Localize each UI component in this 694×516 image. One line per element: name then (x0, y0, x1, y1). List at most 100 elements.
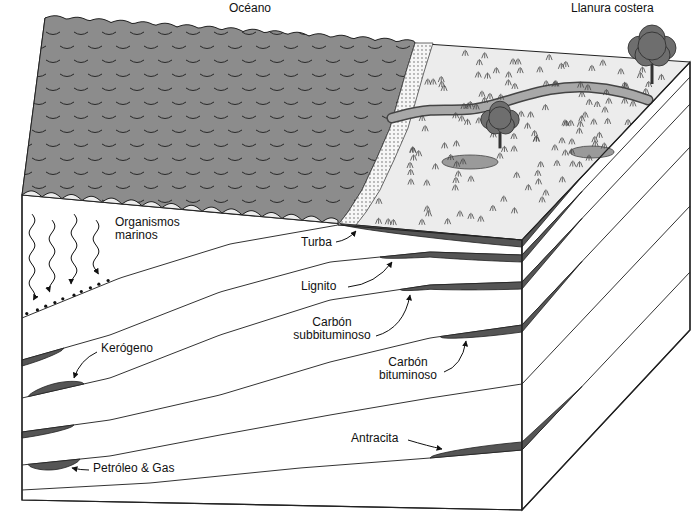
label-text: Antracita (350, 432, 399, 445)
grass-tuft (424, 206, 430, 212)
grass-tuft (622, 98, 628, 104)
ocean-waves (256, 46, 270, 49)
beach (338, 43, 433, 225)
ocean-waves (46, 200, 60, 203)
ocean-waves (326, 200, 340, 203)
ocean-waves (214, 32, 228, 35)
deposit-lens (400, 282, 522, 291)
grass-tuft (454, 161, 460, 167)
ocean-waves (410, 172, 424, 175)
ocean (22, 16, 415, 225)
ocean-waves (298, 200, 312, 203)
ocean-waves (60, 186, 74, 189)
seafloor-sediment (89, 286, 92, 289)
ocean-waves (74, 88, 88, 91)
grass-tuft (525, 123, 531, 129)
ocean-waves (186, 32, 200, 35)
ocean-waves (242, 172, 256, 175)
grass-tuft (424, 180, 430, 186)
leader-arrow (444, 341, 466, 372)
ocean-waves (130, 144, 144, 147)
grass-tuft (601, 143, 607, 149)
deposit-lens (380, 252, 522, 262)
grass-tuft (453, 140, 459, 146)
grass-tuft (586, 99, 592, 105)
ocean-waves (130, 32, 144, 35)
grass-tuft (511, 133, 517, 139)
ocean-waves (228, 158, 242, 161)
ocean-waves (18, 88, 32, 91)
ocean-waves (340, 158, 354, 161)
ocean-waves (46, 116, 60, 119)
ocean-waves (186, 200, 200, 203)
deposit-lens (28, 381, 84, 396)
ocean-waves (116, 74, 130, 77)
ocean-waves (354, 88, 368, 91)
grass-tuft (538, 161, 544, 167)
grass-tuft (441, 85, 447, 91)
grass-tuft (592, 136, 598, 142)
label-text: Kerógeno (100, 342, 154, 355)
grass-tuft (562, 120, 568, 126)
ocean-waves (284, 130, 298, 133)
grass-tuft (390, 219, 396, 225)
ocean-waves (298, 32, 312, 35)
grass-tuft (532, 130, 538, 136)
grass-tuft (459, 115, 465, 121)
falling-organism-arrow (49, 220, 55, 292)
grass-tuft (442, 142, 448, 148)
ocean-waves (270, 172, 284, 175)
ocean-waves (60, 74, 74, 77)
grass-tuft (582, 112, 588, 118)
ocean-waves (46, 88, 60, 91)
ocean-waves (424, 186, 438, 189)
grass-tuft (505, 79, 511, 85)
grass-tuft (482, 97, 488, 103)
grass-tuft (528, 111, 534, 117)
grass-tuft (485, 73, 491, 79)
grass-tuft (475, 72, 481, 78)
grass-tuft (511, 145, 517, 151)
ocean-waves (130, 116, 144, 119)
ocean-waves (74, 172, 88, 175)
grass-tuft (579, 115, 585, 121)
ocean-waves (228, 186, 242, 189)
seafloor-sediment (36, 308, 39, 311)
grass-tuft (577, 121, 583, 127)
ocean-waves (46, 172, 60, 175)
ocean-waves (144, 158, 158, 161)
ocean-waves (382, 32, 396, 35)
grass-tuft (462, 50, 468, 56)
grass-tuft (559, 176, 565, 182)
ocean-waves (270, 144, 284, 147)
ocean-waves (396, 158, 410, 161)
river (392, 87, 648, 118)
ocean-waves (410, 200, 424, 203)
ocean-waves (382, 88, 396, 91)
ocean-waves (130, 88, 144, 91)
grass-tuft (510, 58, 516, 64)
ocean-waves (410, 144, 424, 147)
grass-tuft (511, 207, 517, 213)
block-outline (22, 62, 690, 510)
ocean-waves (326, 144, 340, 147)
ocean-waves (144, 130, 158, 133)
ocean-waves (424, 130, 438, 133)
ocean-waves (368, 74, 382, 77)
grass-tuft (498, 94, 504, 100)
ocean-waves (74, 60, 88, 63)
ocean-waves (60, 46, 74, 49)
ocean-waves (368, 46, 382, 49)
deposit-lens (22, 425, 74, 438)
ocean-waves (256, 130, 270, 133)
ocean-waves (284, 74, 298, 77)
ocean-waves (270, 116, 284, 119)
label-text: Lignito (300, 280, 337, 293)
grass-tuft (376, 50, 665, 225)
ocean-waves (312, 46, 326, 49)
grass-tuft (569, 148, 575, 154)
grass-tuft (461, 103, 467, 109)
grass-tuft (501, 146, 507, 152)
deposit-lens (440, 325, 522, 338)
ocean-waves (298, 144, 312, 147)
